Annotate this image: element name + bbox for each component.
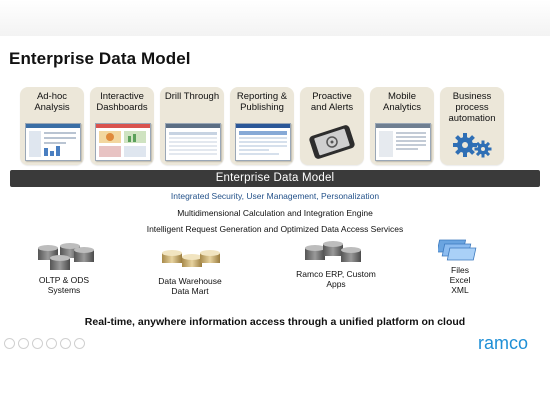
mobile-analytics-screenshot-icon: [375, 123, 431, 161]
tile-label: Drill Through: [164, 91, 220, 102]
mobile-phone-icon: [309, 125, 355, 159]
tile-label: Ad-hoc Analysis: [34, 91, 70, 113]
page-title: Enterprise Data Model: [9, 49, 191, 68]
database-icon: [38, 243, 94, 270]
next-slide-icon[interactable]: [18, 338, 29, 349]
report-publishing-screenshot-icon: [235, 123, 291, 161]
tile-business-process-automation: Business process automation: [440, 87, 504, 165]
tile-label: Mobile Analytics: [382, 91, 421, 113]
tile-label: Proactive and Alerts: [310, 91, 354, 113]
services-line-calculation: Multidimensional Calculation and Integra…: [177, 208, 373, 218]
tagline: Real-time, anywhere information access t…: [84, 316, 466, 328]
table-screenshot-icon: [165, 123, 221, 161]
ramco-logo: ramco: [478, 333, 529, 353]
gears-icon: [453, 133, 492, 158]
capability-tiles: Ad-hoc Analysis Interactive Dashboards: [20, 87, 520, 167]
slides-icon[interactable]: [46, 338, 57, 349]
slide-header-bar: [0, 0, 550, 36]
dashboard-screenshot-icon: [95, 123, 151, 161]
tile-drill-through: Drill Through: [160, 87, 224, 165]
prev-slide-icon[interactable]: [4, 338, 15, 349]
files-icon: [438, 239, 477, 261]
source-label-files: Files Excel XML: [449, 265, 471, 295]
database-icon: [162, 250, 220, 267]
report-screenshot-icon: [25, 123, 81, 161]
tile-adhoc-analysis: Ad-hoc Analysis: [20, 87, 84, 165]
tile-reporting-publishing: Reporting & Publishing: [230, 87, 294, 165]
tile-label: Business process automation: [448, 91, 496, 124]
pen-icon[interactable]: [32, 338, 43, 349]
source-label-oltp: OLTP & ODS Systems: [38, 275, 90, 295]
services-line-security: Integrated Security, User Management, Pe…: [170, 191, 380, 201]
tile-label: Reporting & Publishing: [236, 91, 288, 113]
enterprise-data-model-band: Enterprise Data Model: [10, 170, 540, 187]
services-line-data-access: Intelligent Request Generation and Optim…: [146, 224, 404, 234]
zoom-icon[interactable]: [60, 338, 71, 349]
source-label-data-warehouse: Data Warehouse Data Mart: [158, 276, 222, 296]
tile-label: Interactive Dashboards: [96, 91, 148, 113]
tile-mobile-analytics: Mobile Analytics: [370, 87, 434, 165]
band-label: Enterprise Data Model: [215, 172, 335, 184]
tile-proactive-alerts: Proactive and Alerts: [300, 87, 364, 165]
database-icon: [305, 241, 361, 262]
source-label-ramco-erp: Ramco ERP, Custom Apps: [296, 269, 376, 289]
tile-interactive-dashboards: Interactive Dashboards: [90, 87, 154, 165]
more-icon[interactable]: [74, 338, 85, 349]
